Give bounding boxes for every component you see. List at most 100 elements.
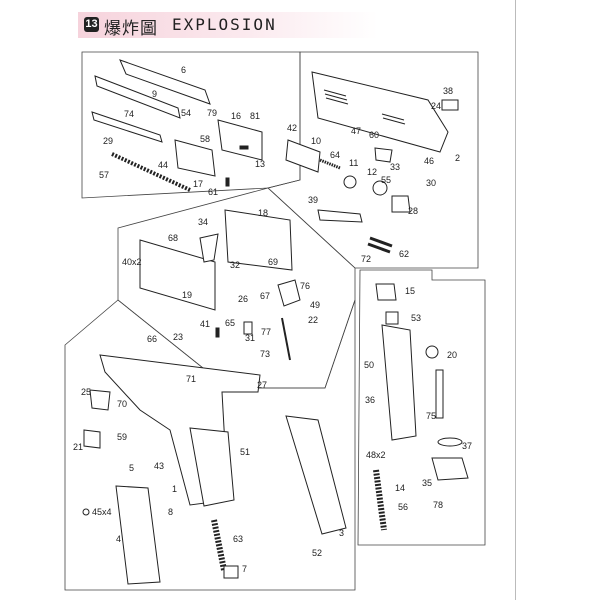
part-pin-31	[243, 321, 253, 335]
part-grip-panel	[285, 415, 347, 535]
part-label-54: 54	[181, 108, 191, 118]
part-label-2: 2	[455, 153, 460, 163]
part-label-21: 21	[73, 442, 83, 452]
page-border-line	[515, 0, 516, 600]
part-label-15: 15	[405, 286, 415, 296]
part-label-24: 24	[431, 101, 441, 111]
part-loading-nozzle	[285, 139, 321, 173]
part-drawings	[82, 59, 469, 585]
part-small-pin	[239, 145, 249, 150]
part-label-63: 63	[233, 534, 243, 544]
part-label-17: 17	[193, 179, 203, 189]
part-label-43: 43	[154, 461, 164, 471]
part-label-73: 73	[260, 349, 270, 359]
part-hammer	[277, 279, 301, 307]
part-pin-41	[215, 327, 220, 338]
part-label-67: 67	[260, 291, 270, 301]
part-label-30: 30	[426, 178, 436, 188]
part-label-7: 7	[242, 564, 247, 574]
part-slide	[311, 71, 449, 153]
part-label-79: 79	[207, 108, 217, 118]
part-rear-sight	[441, 99, 459, 111]
part-label-22: 22	[308, 315, 318, 325]
part-label-27: 27	[257, 380, 267, 390]
part-small-pin-2	[225, 177, 230, 187]
part-label-19: 19	[182, 290, 192, 300]
part-mag-base	[431, 457, 469, 481]
part-label-50: 50	[364, 360, 374, 370]
section-number-badge: 13	[84, 17, 99, 32]
part-mag-lip	[375, 283, 397, 301]
part-trigger-housing	[139, 239, 216, 311]
part-label-69: 69	[268, 257, 278, 267]
part-label-51: 51	[240, 447, 250, 457]
part-label-35: 35	[422, 478, 432, 488]
part-label-65: 65	[225, 318, 235, 328]
part-label-16: 16	[231, 111, 241, 121]
part-label-58: 58	[200, 134, 210, 144]
part-label-28: 28	[408, 206, 418, 216]
part-label-56: 56	[398, 502, 408, 512]
part-label-37: 37	[462, 441, 472, 451]
panel-frame-grip	[64, 299, 356, 591]
part-label-57: 57	[99, 170, 109, 180]
part-rod-pair	[367, 236, 393, 254]
part-o-ring	[437, 437, 463, 447]
part-label-31: 31	[245, 333, 255, 343]
part-label-18: 18	[258, 208, 268, 218]
part-label-1: 1	[172, 484, 177, 494]
part-label-4: 4	[116, 534, 121, 544]
part-label-72: 72	[361, 254, 371, 264]
part-nozzle-housing	[217, 119, 263, 161]
part-label-10: 10	[311, 136, 321, 146]
part-label-48: 48x2	[366, 450, 386, 460]
part-label-34: 34	[198, 217, 208, 227]
part-grip-left	[115, 485, 161, 585]
part-label-71: 71	[186, 374, 196, 384]
part-blowback-valve	[372, 180, 388, 196]
part-lanyard	[223, 565, 239, 579]
part-mag-follower	[385, 311, 399, 325]
part-label-47: 47	[351, 126, 361, 136]
part-recoil-spring	[111, 152, 191, 192]
part-label-26: 26	[238, 294, 248, 304]
part-fill-valve	[425, 345, 439, 359]
part-label-66: 66	[147, 334, 157, 344]
part-label-81: 81	[250, 111, 260, 121]
part-label-11: 11	[349, 158, 358, 168]
part-label-70: 70	[117, 399, 127, 409]
part-frame	[99, 354, 261, 506]
panel-magazine	[357, 269, 486, 546]
part-label-75: 75	[426, 411, 436, 421]
part-nozzle-spring	[319, 158, 341, 170]
part-label-74: 74	[124, 109, 134, 119]
part-valve-rod	[435, 369, 444, 419]
part-label-64: 64	[330, 150, 340, 160]
part-labels: 6 9 74 54 79 16 81 29 58 44 13 57 17 61 …	[73, 65, 472, 574]
part-label-59: 59	[117, 432, 127, 442]
part-mainspring	[211, 519, 227, 571]
part-label-45: 45x4	[92, 507, 112, 517]
part-hammer-housing	[224, 209, 293, 271]
part-decocker	[391, 195, 411, 213]
part-label-32: 32	[230, 260, 240, 270]
panel-outlines	[64, 51, 486, 591]
part-hammer-spring	[281, 317, 291, 361]
part-label-61: 61	[208, 187, 218, 197]
part-label-46: 46	[424, 156, 434, 166]
part-mag-release	[83, 429, 101, 449]
part-mag-spring	[373, 469, 387, 531]
part-hopup-chamber	[174, 139, 216, 177]
part-label-33: 33	[390, 162, 400, 172]
part-slide-stop	[89, 389, 111, 411]
part-label-53: 53	[411, 313, 421, 323]
part-label-60: 60	[369, 130, 379, 140]
part-screw-45	[82, 508, 90, 516]
part-safety-lever	[374, 147, 393, 163]
part-label-76: 76	[300, 281, 310, 291]
part-label-40: 40x2	[122, 257, 142, 267]
part-label-36: 36	[365, 395, 375, 405]
part-label-49: 49	[310, 300, 320, 310]
part-label-41: 41	[200, 319, 210, 329]
